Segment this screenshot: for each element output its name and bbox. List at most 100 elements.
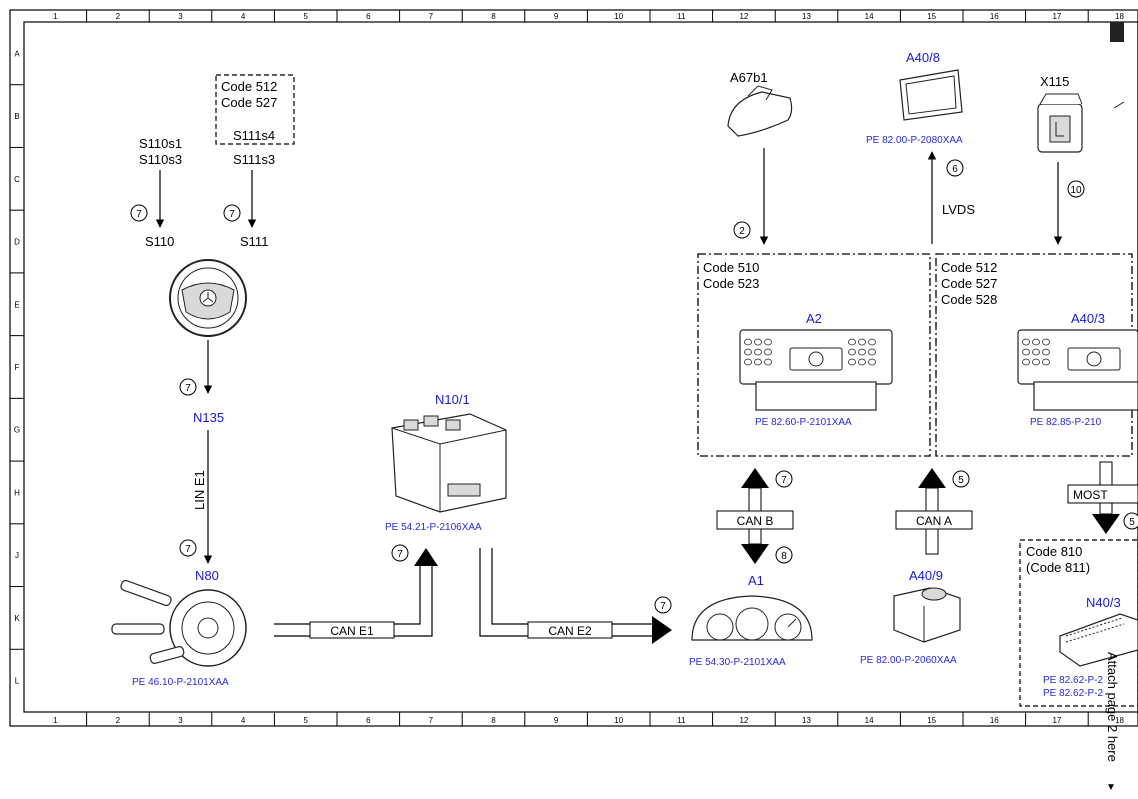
- a40-3-ref: PE 82.85-P-210: [1030, 417, 1102, 428]
- grid-column-label: 6: [366, 716, 371, 725]
- s111-switch-group: S111s3 7 S111: [223, 152, 275, 249]
- grid-column-label: 8: [491, 12, 496, 21]
- a2-ref: PE 82.60-P-2101XAA: [755, 417, 852, 428]
- grid-column-label: 5: [303, 12, 308, 21]
- grid-column-label: 13: [802, 716, 811, 725]
- head-unit-button-icon: [1042, 348, 1050, 356]
- marker-can-b-down: 8: [781, 551, 787, 562]
- steering-column-module-icon: [111, 579, 247, 667]
- head-unit-button-icon: [764, 348, 772, 356]
- head-unit-button-icon: [848, 348, 856, 356]
- n10-1-label: N10/1: [435, 392, 470, 407]
- marker-a2: 2: [739, 226, 745, 237]
- grid-row-label: C: [14, 175, 20, 184]
- grid-row-label: L: [15, 677, 20, 686]
- grid-row-label: E: [14, 300, 19, 309]
- a67b1-label: A67b1: [730, 70, 768, 85]
- grid-column-label: 14: [865, 12, 874, 21]
- head-unit-button-icon: [858, 348, 866, 356]
- can-b-label: CAN B: [737, 514, 774, 528]
- code-box-switch: S111s4: [233, 128, 275, 143]
- code-box-top: Code 512 Code 527 S111s4: [215, 74, 295, 145]
- grid-column-label: 10: [614, 12, 623, 21]
- sam-module-icon: [391, 413, 507, 513]
- grid-column-label: 13: [802, 12, 811, 21]
- a40-3-code-2: Code 527: [941, 276, 997, 291]
- grid-column-label: 8: [491, 716, 496, 725]
- grid-column-label: 16: [990, 12, 999, 21]
- head-unit-button-icon: [1032, 338, 1040, 346]
- head-unit-button-icon: [754, 338, 762, 346]
- grid-row-label: K: [14, 614, 20, 623]
- head-unit-button-icon: [744, 358, 752, 366]
- marker-most: 5: [1129, 517, 1135, 528]
- head-unit-button-icon: [848, 338, 856, 346]
- grid-column-label: 7: [429, 716, 434, 725]
- most-bus: MOST 5: [1067, 461, 1138, 534]
- grid-column-label: 9: [554, 716, 559, 725]
- head-unit-button-icon: [1042, 358, 1050, 366]
- head-unit-icon: [739, 329, 893, 411]
- grid-column-label: 2: [116, 12, 121, 21]
- grid-column-label: 1: [53, 12, 58, 21]
- a40-9-ref: PE 82.00-P-2060XAA: [860, 655, 957, 666]
- a40-3-code-box: [935, 253, 1133, 457]
- grid-column-label: 18: [1115, 12, 1124, 21]
- a40-8-ref: PE 82.00-P-2080XAA: [866, 135, 963, 146]
- n40-3-code-1: Code 810: [1026, 544, 1082, 559]
- code-box-line-1: Code 512: [221, 79, 277, 94]
- a40-3-code-1: Code 512: [941, 260, 997, 275]
- x115-label: X115: [1040, 74, 1069, 89]
- grid-column-label: 10: [614, 716, 623, 725]
- a1-label: A1: [748, 573, 764, 588]
- side-note: Attach page 2 here: [1105, 652, 1120, 762]
- head-unit-button-icon: [744, 338, 752, 346]
- grid-column-label: 12: [739, 716, 748, 725]
- lin-e1-label: LIN E1: [192, 470, 207, 510]
- marker-n10-1: 7: [397, 549, 403, 560]
- instrument-cluster-icon: [691, 595, 813, 641]
- can-e1-label: CAN E1: [330, 624, 374, 638]
- grid-column-label: 15: [927, 716, 936, 725]
- n135-label: N135: [193, 410, 224, 425]
- marker-x115: 10: [1070, 185, 1082, 196]
- grid-column-label: 17: [1052, 12, 1061, 21]
- head-unit-button-icon: [858, 338, 866, 346]
- grid-column-label: 17: [1052, 716, 1061, 725]
- grid-column-label: 2: [116, 716, 121, 725]
- grid-column-label: 3: [178, 12, 183, 21]
- head-unit-button-icon: [764, 358, 772, 366]
- grid-column-label: 18: [1115, 716, 1124, 725]
- head-unit-button-icon: [848, 358, 856, 366]
- can-a-label: CAN A: [916, 514, 952, 528]
- marker-a40-8: 6: [952, 164, 958, 175]
- grid-row-label: H: [14, 488, 20, 497]
- n10-1-ref: PE 54.21-P-2106XAA: [385, 522, 482, 533]
- head-unit-button-icon: [868, 358, 876, 366]
- s110-label: S110: [145, 234, 174, 249]
- head-unit-button-icon: [1022, 338, 1030, 346]
- n40-3-ref-a: PE 82.62-P-2: [1043, 675, 1103, 686]
- grid-column-label: 1: [53, 716, 58, 725]
- triangle-marker-icon: ▼: [1106, 782, 1116, 793]
- a40-3-label: A40/3: [1071, 311, 1105, 326]
- grid-column-label: 6: [366, 12, 371, 21]
- head-unit-button-icon: [1032, 348, 1040, 356]
- comand-unit-icon: [1017, 329, 1138, 411]
- marker-s110: 7: [136, 209, 142, 220]
- n40-3-ref-b: PE 82.62-P-2: [1043, 688, 1103, 699]
- head-unit-button-icon: [858, 358, 866, 366]
- a40-8-label: A40/8: [906, 50, 940, 65]
- s110-switch-group: S110s1 S110s3 7 S110: [130, 136, 182, 249]
- head-unit-button-icon: [754, 348, 762, 356]
- grid-row-label: F: [15, 363, 20, 372]
- grid-row-label: B: [14, 112, 19, 121]
- grid-column-label: 12: [739, 12, 748, 21]
- s111-switch-label: S111s3: [233, 152, 275, 167]
- grid-column-label: 15: [927, 12, 936, 21]
- head-unit-button-icon: [754, 358, 762, 366]
- marker-s111: 7: [229, 209, 235, 220]
- grid-column-label: 4: [241, 716, 246, 725]
- grid-column-label: 11: [677, 12, 686, 21]
- a40-3-code-3: Code 528: [941, 292, 997, 307]
